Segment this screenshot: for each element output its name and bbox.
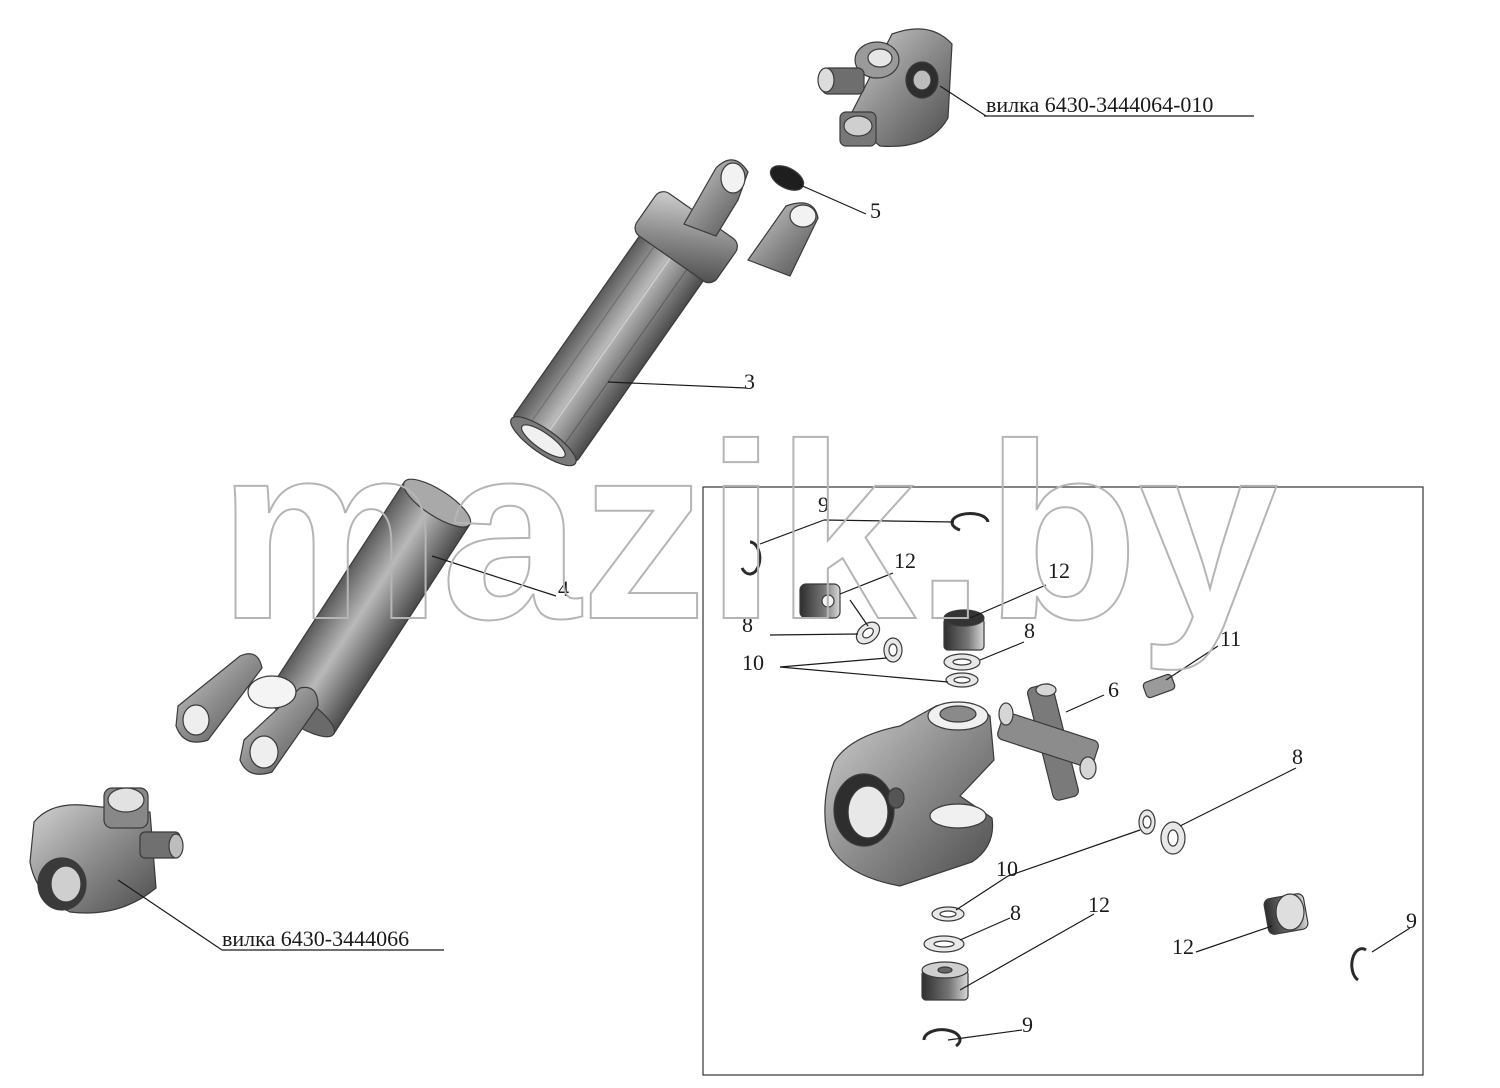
bearing-caps-12 [799, 583, 1309, 1001]
cap-5 [769, 165, 805, 191]
callout-12-d: 12 [1172, 934, 1194, 959]
leader-lines [117, 85, 1411, 1041]
fork-assembly-bottom [29, 787, 184, 914]
tube-shaft-4 [175, 478, 472, 775]
callout-9-c: 9 [1022, 1012, 1033, 1037]
callout-11: 11 [1220, 626, 1241, 651]
callout-12-a: 12 [894, 548, 916, 573]
callout-4: 4 [558, 576, 569, 601]
callout-12-c: 12 [1088, 892, 1110, 917]
washers-8-10 [855, 621, 1186, 953]
callout-9-a: 9 [818, 492, 829, 517]
splined-shaft-3 [510, 159, 819, 467]
callout-10-a: 10 [742, 650, 764, 675]
snap-rings-9 [740, 512, 1367, 1048]
callout-10-b: 10 [996, 856, 1018, 881]
callout-8-b: 8 [1024, 618, 1035, 643]
callout-5: 5 [870, 198, 881, 223]
grease-fitting-11 [1142, 673, 1176, 699]
label-fork-top: вилка 6430-3444064-010 [986, 92, 1213, 117]
callout-6: 6 [1108, 677, 1119, 702]
fork-detail [824, 701, 995, 887]
fork-assembly-top [817, 28, 953, 148]
cross-6 [997, 683, 1099, 801]
callout-3: 3 [744, 369, 755, 394]
callout-8-d: 8 [1010, 900, 1021, 925]
detail-frame [702, 486, 1424, 1076]
callout-8-a: 8 [742, 612, 753, 637]
callout-9-b: 9 [1406, 908, 1417, 933]
watermark: mazik.by [218, 392, 1278, 671]
callouts: вилка 6430-3444064-010 вилка 6430-344406… [222, 92, 1417, 1037]
label-fork-bottom: вилка 6430-3444066 [222, 926, 409, 951]
callout-8-c: 8 [1292, 744, 1303, 769]
callout-12-b: 12 [1048, 558, 1070, 583]
